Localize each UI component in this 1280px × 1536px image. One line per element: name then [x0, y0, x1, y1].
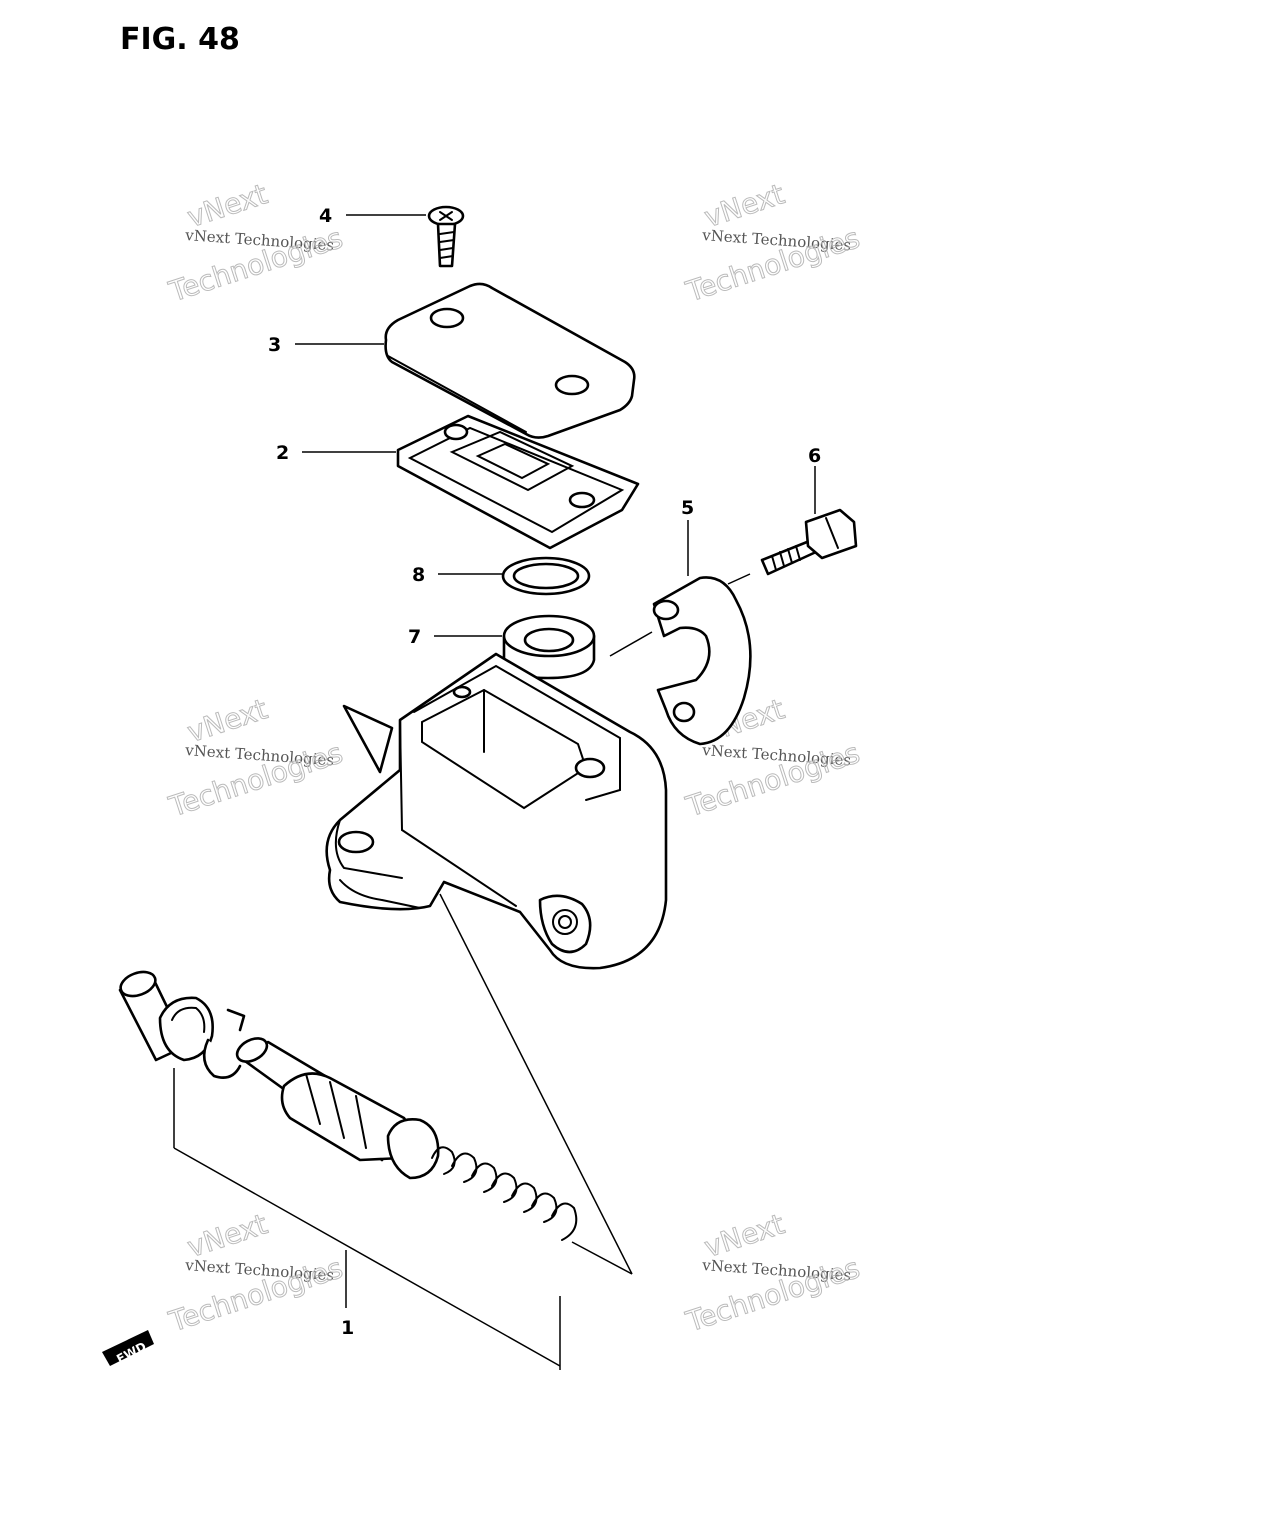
watermark-top-right: vNext vNext Technologies Technologies — [681, 177, 864, 309]
watermark-big-1: vNext — [700, 177, 788, 234]
callout-2: 2 — [276, 442, 289, 464]
figure-title: FIG. 48 — [120, 22, 240, 57]
callout-3: 3 — [268, 334, 281, 356]
watermark-big-1: vNext — [183, 177, 271, 234]
watermark-top-left: vNext vNext Technologies Technologies — [164, 177, 347, 309]
part-screw — [427, 205, 465, 268]
part-bolt — [760, 508, 858, 576]
watermark-mid-left: vNext vNext Technologies Technologies — [164, 692, 347, 824]
part-piston-kit — [118, 970, 578, 1241]
watermark-big-1: vNext — [183, 1207, 271, 1264]
callout-5: 5 — [681, 497, 694, 519]
part-reservoir-cap — [384, 282, 636, 439]
part-diaphragm — [396, 414, 640, 550]
part-seal — [502, 614, 596, 680]
leader-lines — [173, 214, 816, 1370]
callout-4: 4 — [319, 205, 332, 227]
part-clamp — [652, 576, 752, 746]
watermark-big-1: vNext — [700, 1207, 788, 1264]
part-o-ring — [501, 556, 591, 596]
watermark-bottom-left: vNext vNext Technologies Technologies — [164, 1207, 347, 1339]
callout-6: 6 — [808, 445, 821, 467]
callout-7: 7 — [408, 626, 421, 648]
callout-8: 8 — [412, 564, 425, 586]
part-master-cylinder-body — [325, 652, 668, 970]
watermark-big-1: vNext — [183, 692, 271, 749]
fwd-direction-badge: FWD — [102, 1330, 154, 1366]
callout-1: 1 — [341, 1317, 354, 1339]
watermark-bottom-right: vNext vNext Technologies Technologies — [681, 1207, 864, 1339]
